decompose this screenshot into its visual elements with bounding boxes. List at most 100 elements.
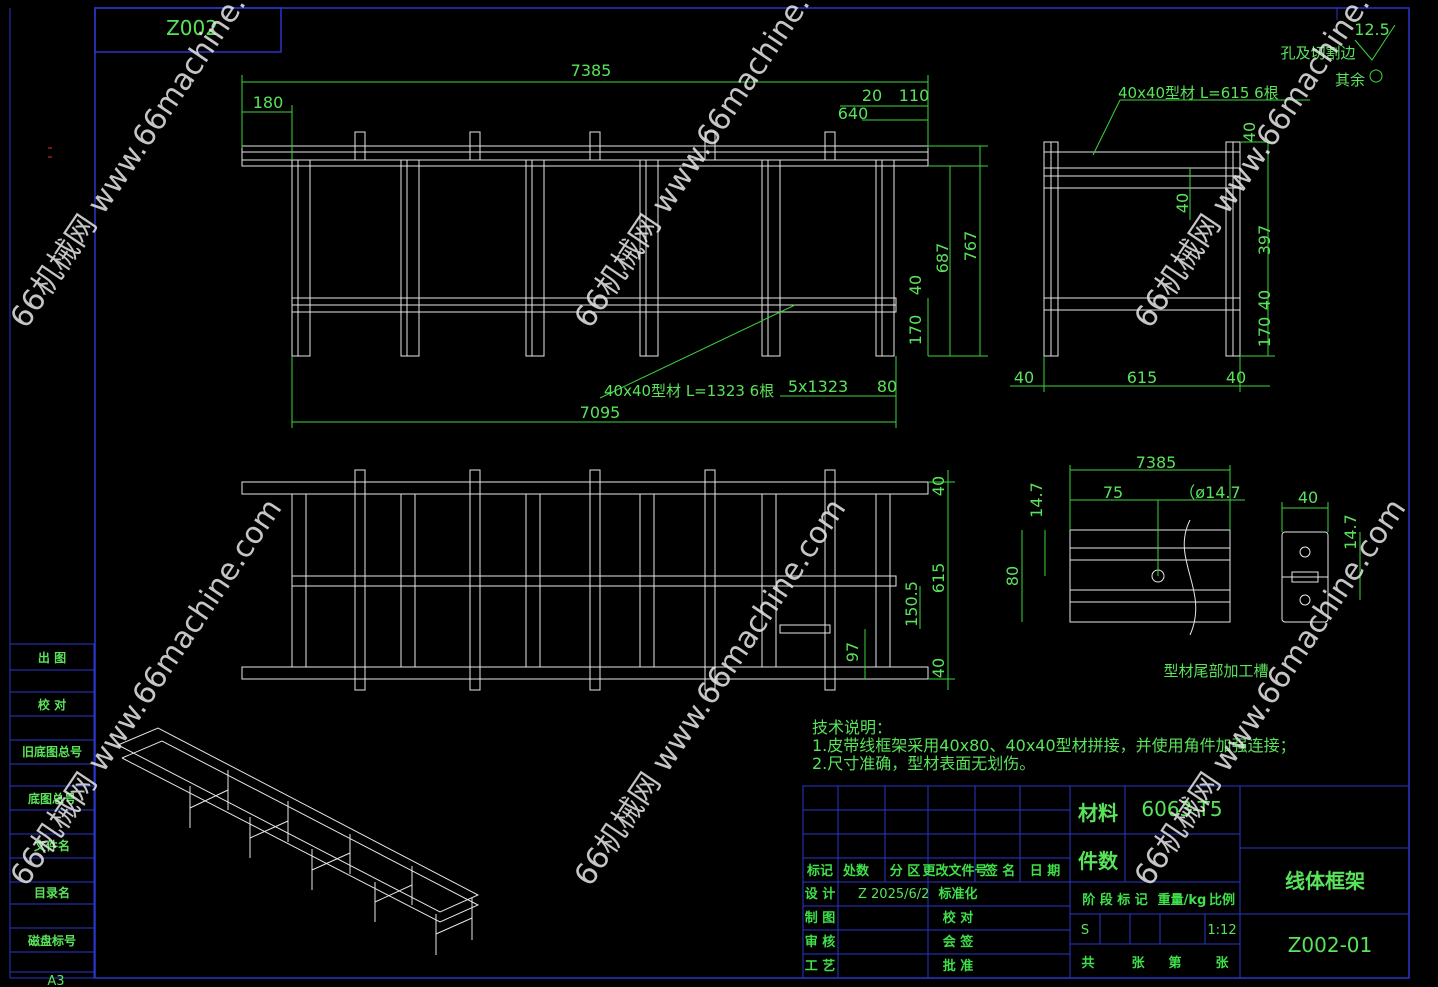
roughness-value: 12.5 (1354, 20, 1390, 39)
detail-hole-dia: （ø14.7 (1179, 483, 1240, 502)
top-dim-40-bottom: 40 (929, 658, 948, 678)
watermark: 66机械网 www.66machine.com (1128, 0, 1414, 334)
countersign-label: 会 签 (943, 934, 975, 950)
header-cell: 处数 (842, 863, 870, 879)
draft-label: 制 图 (805, 910, 836, 926)
standardize-label: 标准化 (937, 886, 977, 902)
watermark: 66机械网 www.66machine.com (568, 493, 854, 893)
side-dim-40-right: 40 (1226, 368, 1246, 387)
side-dim-40-low: 40 (1255, 290, 1274, 310)
side-dimensions (1010, 99, 1310, 392)
stage-value: S (1081, 923, 1089, 938)
side-beam-note: 40x40型材 L=615 6根 (1118, 84, 1279, 102)
tech-notes-title: 技术说明： (812, 718, 892, 737)
roughness-note-1: 孔及切割边 (1280, 44, 1355, 62)
weight-label: 重量/kg (1158, 892, 1207, 908)
detail-dim-7385: 7385 (1136, 453, 1177, 472)
side-table-cell: 旧底图总号 (22, 744, 82, 759)
dim-20: 20 (862, 86, 882, 105)
dim-5x1323: 5x1323 (788, 377, 848, 396)
dim-767: 767 (961, 231, 980, 262)
scale-value: 1:12 (1207, 923, 1236, 938)
red-mark (48, 147, 52, 158)
roughness-note-2: 其余 (1335, 71, 1365, 89)
detail-dim-80: 80 (1003, 566, 1022, 586)
side-table-cell: 底图总号 (28, 791, 76, 806)
detail-dim-75: 75 (1103, 483, 1123, 502)
front-rollers (354, 131, 836, 161)
watermarks: 66机械网 www.66machine.com 66机械网 www.66mach… (4, 0, 1414, 892)
side-table-cell: 磁盘标号 (27, 933, 76, 948)
material-label: 材料 (1078, 801, 1118, 825)
side-table-cell: 出 图 (38, 650, 66, 665)
side-dim-40-mid: 40 (1173, 193, 1192, 213)
dim-110: 110 (899, 86, 930, 105)
side-table-grid (9, 643, 95, 979)
side-dim-397: 397 (1255, 225, 1274, 256)
header-cell: 日 期 (1030, 864, 1061, 879)
watermark: 66机械网 www.66machine.com (1128, 493, 1414, 893)
drawing-code-top: Z002 (166, 16, 218, 40)
approve-label: 批 准 (943, 958, 974, 974)
header-cell: 分 区 (890, 863, 921, 879)
dim-180: 180 (253, 93, 284, 112)
sheet-unit-label-2: 张 (1215, 956, 1229, 971)
side-dim-170: 170 (1255, 317, 1274, 348)
side-dim-40-left: 40 (1014, 368, 1034, 387)
side-dim-40-top: 40 (1240, 122, 1259, 142)
detail-dim-14-7: 14.7 (1027, 482, 1046, 518)
dim-7385: 7385 (571, 61, 612, 80)
top-dim-150-5: 150.5 (902, 581, 921, 627)
detail-slot-view (1069, 519, 1231, 636)
isometric-view (117, 727, 480, 955)
profile-dimensions (1281, 502, 1361, 600)
watermark: 66机械网 www.66machine.com (4, 0, 290, 334)
watermark: 66机械网 www.66machine.com (568, 0, 854, 334)
side-dim-615: 615 (1127, 368, 1158, 387)
side-view (1043, 141, 1241, 357)
design-value: Z 2025/6/2 (858, 887, 929, 902)
quantity-label: 件数 (1078, 849, 1119, 873)
header-cell: 更改文件号 (922, 863, 987, 879)
top-dim-97: 97 (843, 642, 862, 662)
watermark: 66机械网 www.66machine.com (4, 493, 290, 893)
detail-caption: 型材尾部加工槽 (1163, 662, 1268, 680)
top-dimensions (864, 470, 955, 690)
top-dim-40-top: 40 (929, 476, 948, 496)
sheet-index-label: 第 (1168, 955, 1181, 971)
dim-640: 640 (838, 104, 869, 123)
profile-section (1281, 531, 1329, 623)
dim-7095: 7095 (580, 403, 621, 422)
front-view (241, 131, 929, 357)
header-cell: 签 名 (984, 863, 1016, 879)
top-dim-615: 615 (929, 563, 948, 594)
sheet-unit-label: 张 (1131, 956, 1145, 971)
side-table-cell: 目录名 (34, 885, 70, 900)
title-header-row: 标记 处数 分 区 更改文件号 签 名 日 期 (806, 863, 1060, 879)
roughness-mark: 12.5 孔及切割边 其余 (1280, 20, 1396, 89)
profile-dim-14-7: 14.7 (1341, 514, 1360, 550)
sheet-total-label: 共 (1081, 955, 1094, 971)
stage-label: 阶 段 标 记 (1082, 892, 1148, 908)
tech-note-1: 1.皮带线框架采用40x80、40x40型材拼接，并使用角件加强连接； (812, 736, 1296, 755)
dim-80: 80 (877, 377, 897, 396)
front-dimensions (241, 75, 988, 428)
dim-40-front: 40 (906, 275, 925, 295)
material-value: 6063-T5 (1141, 797, 1222, 821)
detail-dimensions (1021, 465, 1245, 622)
leg-profile-note: 40x40型材 L=1323 6根 (604, 382, 774, 400)
side-table-cell: 文件名 (34, 838, 70, 853)
side-table-cell: 校 对 (38, 697, 66, 712)
part-name: 线体框架 (1285, 869, 1365, 893)
front-legs (291, 159, 895, 357)
proof-label: 校 对 (943, 910, 974, 926)
tech-note-2: 2.尺寸准确，型材表面无划伤。 (812, 754, 1035, 773)
dim-170-front: 170 (906, 315, 925, 346)
profile-dim-40: 40 (1298, 488, 1318, 507)
title-block-grid (802, 785, 1410, 979)
sheet-size: A3 (47, 974, 64, 987)
drawing-number: Z002-01 (1288, 933, 1373, 957)
scale-label: 比例 (1209, 892, 1235, 908)
process-label: 工 艺 (805, 958, 836, 974)
